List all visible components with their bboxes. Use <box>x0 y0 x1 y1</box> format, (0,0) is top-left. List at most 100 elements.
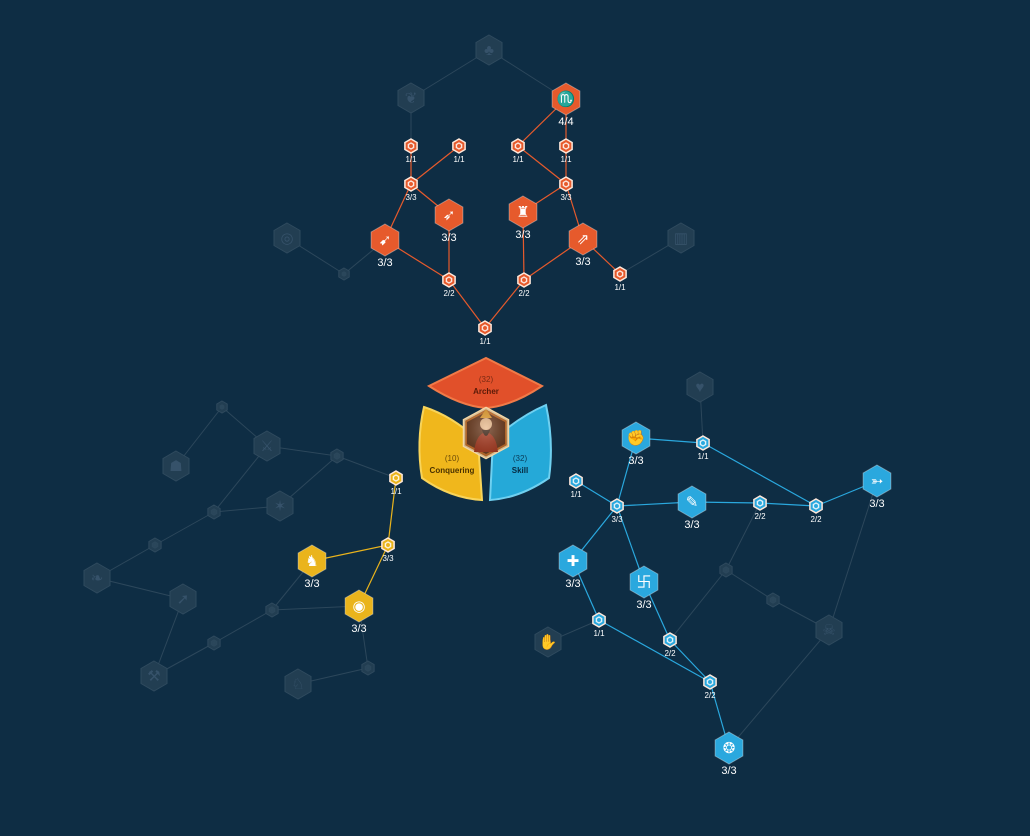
talent-step-locked-c-i10[interactable] <box>265 602 279 618</box>
talent-step-skill-s-s5[interactable]: 2/2 <box>809 498 823 524</box>
connection-line <box>336 455 397 479</box>
talent-level-label: 2/2 <box>518 289 530 298</box>
archer-label: Archer <box>473 387 499 396</box>
talent-node-locked-c-i9[interactable]: ➚ <box>169 583 197 615</box>
c-rider-icon: ♞ <box>305 553 318 570</box>
talent-node-skill-s-wing[interactable]: ➳3/3 <box>862 464 892 510</box>
a-arrows-icon: ⇗ <box>577 231 590 248</box>
talent-node-archer-a-armor[interactable]: ♜ 3/3 <box>508 195 538 241</box>
talent-step-skill-s-s3[interactable]: 3/3 <box>610 498 624 524</box>
talent-level-label: 3/3 <box>515 229 530 241</box>
a-ring-icon: ◎ <box>280 230 293 247</box>
talent-level-label: 2/2 <box>664 649 676 658</box>
talent-step-conquering-c-s1[interactable]: 1/1 <box>389 470 403 496</box>
talent-node-skill-s-cross[interactable]: ✚3/3 <box>558 544 588 590</box>
talent-node-skill-s-scroll[interactable]: ✎3/3 <box>677 485 707 531</box>
talent-step-archer-a-s4[interactable]: 1/1 <box>559 138 573 164</box>
talent-level-label: 3/3 <box>382 554 394 563</box>
a-armor-icon: ♜ <box>516 204 529 221</box>
talent-step-locked-c-i11[interactable] <box>207 635 221 651</box>
talent-node-skill-s-rune[interactable]: 卐3/3 <box>629 565 659 611</box>
talent-node-archer-a-scorpion[interactable]: ♏ 4/4 <box>551 82 581 128</box>
talent-step-locked-c-i7[interactable] <box>148 537 162 553</box>
connection-line <box>96 577 184 600</box>
talent-step-skill-s-s6[interactable]: 1/1 <box>592 612 606 638</box>
talent-node-archer-a-bow[interactable]: ➶3/3 <box>434 198 464 244</box>
talent-node-archer-a-arrows[interactable]: ⇗ 3/3 <box>568 222 598 268</box>
talent-step-conquering-c-s2[interactable]: 3/3 <box>381 537 395 563</box>
talent-level-label: 3/3 <box>721 765 736 777</box>
conquering-label: Conquering <box>430 466 475 475</box>
talent-node-locked-c-i12[interactable]: ⚒ <box>140 660 168 692</box>
talent-step-archer-a-s9[interactable]: 1/1 <box>478 320 492 346</box>
talent-node-conquering-c-rider[interactable]: ♞ 3/3 <box>297 544 327 590</box>
talent-node-locked-c-i13[interactable]: ♘ <box>284 668 312 700</box>
skill-branch-segment[interactable] <box>488 403 552 502</box>
talent-level-label: 3/3 <box>575 256 590 268</box>
c-i3-icon: ⚔ <box>260 438 273 455</box>
talent-step-skill-s-s2[interactable]: 1/1 <box>569 473 583 499</box>
talent-step-locked-c-i14[interactable] <box>361 660 375 676</box>
connection-line <box>271 605 360 611</box>
talent-level-label: 3/3 <box>304 578 319 590</box>
talent-node-locked-a-ring[interactable]: ◎ <box>273 222 301 254</box>
talent-node-locked-a-leaf[interactable]: ❦ <box>397 82 425 114</box>
talent-step-archer-a-s3[interactable]: 1/1 <box>511 138 525 164</box>
s-i4-icon: ✋ <box>539 633 558 651</box>
talent-node-locked-s-i4[interactable]: ✋ <box>534 626 562 658</box>
talent-level-label: 1/1 <box>512 155 524 164</box>
talent-step-archer-a-s10[interactable]: 1/1 <box>613 266 627 292</box>
talent-level-label: 1/1 <box>453 155 465 164</box>
talent-level-label: 3/3 <box>684 519 699 531</box>
talent-node-archer-a-volley[interactable]: ➹3/3 <box>370 223 400 269</box>
talent-node-locked-a-cage[interactable]: ▥ <box>667 222 695 254</box>
talent-node-locked-s-i3[interactable]: ☠ <box>815 614 843 646</box>
connection-line <box>669 639 711 683</box>
talent-step-archer-a-s5[interactable]: 3/3 <box>404 176 418 202</box>
talent-step-archer-a-s2[interactable]: 1/1 <box>452 138 466 164</box>
talent-step-archer-a-s8[interactable]: 2/2 <box>517 272 531 298</box>
talent-node-locked-c-i8[interactable]: ❧ <box>83 562 111 594</box>
c-i6-icon: ✶ <box>274 498 287 515</box>
talent-node-locked-c-i3[interactable]: ⚔ <box>253 430 281 462</box>
s-wing-icon: ➳ <box>871 473 884 490</box>
talent-node-skill-s-fist[interactable]: ✊3/3 <box>621 421 651 467</box>
talent-step-locked-s-i1[interactable] <box>719 562 733 578</box>
talent-level-label: 1/1 <box>697 452 709 461</box>
talent-step-archer-a-s7[interactable]: 2/2 <box>442 272 456 298</box>
a-bow-icon: ➶ <box>443 207 456 224</box>
conquering-points: (10) <box>445 454 460 463</box>
talent-step-skill-s-s1[interactable]: 1/1 <box>696 435 710 461</box>
skill-label: Skill <box>512 466 528 475</box>
talent-level-label: 3/3 <box>636 599 651 611</box>
c-i8-icon: ❧ <box>91 570 104 587</box>
talent-level-label: 3/3 <box>611 515 623 524</box>
talent-node-locked-c-i6[interactable]: ✶ <box>266 490 294 522</box>
talent-step-archer-a-s1[interactable]: 1/1 <box>404 138 418 164</box>
talent-step-locked-c-i5[interactable] <box>207 504 221 520</box>
talent-step-skill-s-s7[interactable]: 2/2 <box>663 632 677 658</box>
talent-step-skill-s-s4[interactable]: 2/2 <box>753 495 767 521</box>
talent-step-locked-c-i1[interactable] <box>216 400 228 414</box>
talent-step-locked-s-i2[interactable] <box>766 592 780 608</box>
talent-level-label: 1/1 <box>593 629 605 638</box>
talent-node-skill-s-bottom[interactable]: ❂3/3 <box>714 731 744 777</box>
connection-line <box>725 569 774 601</box>
talent-level-label: 4/4 <box>558 116 573 128</box>
c-i12-icon: ⚒ <box>147 668 160 685</box>
talent-step-skill-s-s8[interactable]: 2/2 <box>703 674 717 700</box>
talent-node-conquering-c-shield[interactable]: ◉3/3 <box>344 589 374 635</box>
talent-step-archer-a-s6[interactable]: 3/3 <box>559 176 573 202</box>
c-i2-icon: ☗ <box>169 458 182 475</box>
talent-step-locked-c-i4[interactable] <box>330 448 344 464</box>
talent-node-locked-s-heart[interactable]: ♥ <box>686 371 714 403</box>
talent-level-label: 3/3 <box>351 623 366 635</box>
talent-node-locked-a-top[interactable]: ♣ <box>475 34 503 66</box>
commander-portrait[interactable] <box>462 406 510 460</box>
connection-line <box>575 480 618 507</box>
talent-step-locked-a-sm1[interactable] <box>338 267 350 281</box>
a-scorpion-icon: ♏ <box>557 90 576 108</box>
talent-node-locked-c-i2[interactable]: ☗ <box>162 450 190 482</box>
